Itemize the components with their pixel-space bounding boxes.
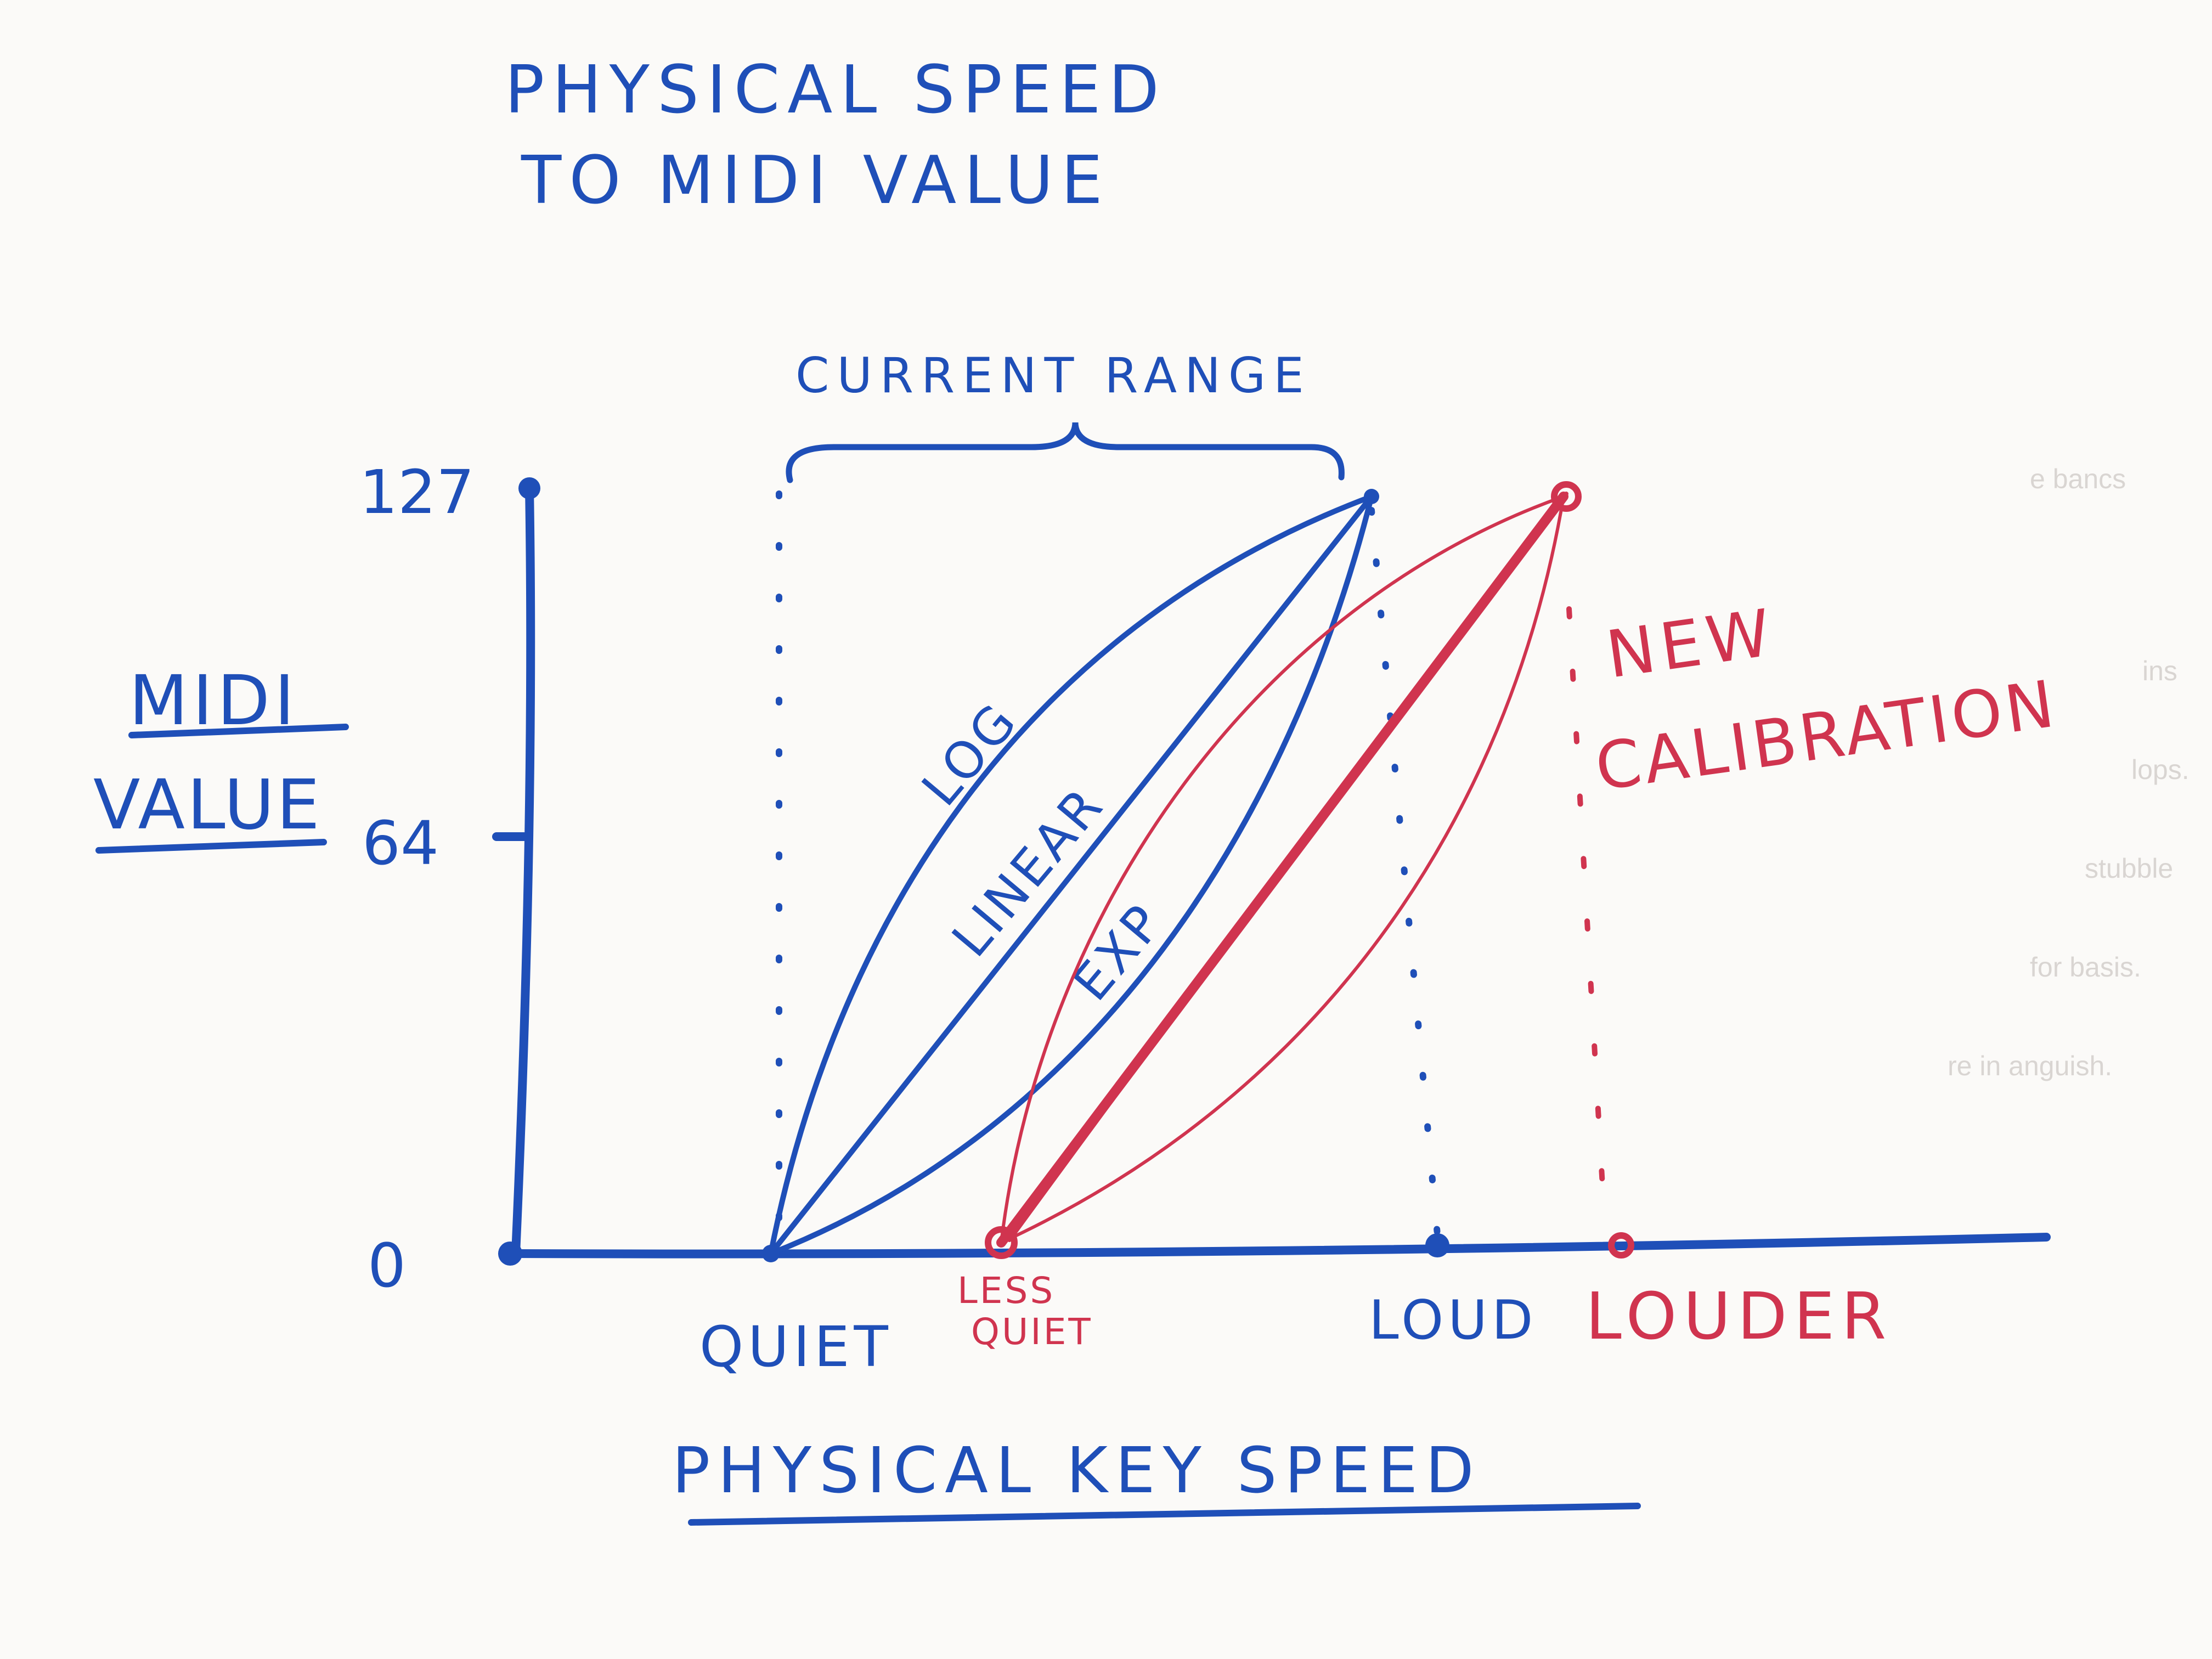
new-exp-curve (1000, 495, 1565, 1244)
loud-dotted-line (1368, 507, 1441, 1238)
new-log-curve (1000, 495, 1565, 1244)
axes (492, 484, 2051, 1259)
x-tick-label-less-quiet-line-1: LESS (957, 1269, 1055, 1312)
y-axis-label-underline (95, 839, 327, 854)
y-tick-label-127: 127 (359, 457, 475, 527)
loud-point (1425, 1233, 1449, 1257)
current-range-brace (786, 422, 1345, 483)
diagram-title-line-1: PHYSICAL SPEED (505, 52, 1167, 128)
show-through-line: e bancs (2030, 464, 2126, 494)
x-tick-label-louder: LOUDER (1585, 1278, 1893, 1354)
y-axis-label-line-2: VALUE (93, 765, 322, 845)
show-through-line: re in anguish. (1948, 1051, 2112, 1081)
louder-dashed-line (1566, 606, 1607, 1226)
y-axis (511, 484, 535, 1258)
x-axis-label: PHYSICAL KEY SPEED (672, 1434, 1482, 1508)
new-max-point (1551, 481, 1582, 512)
linear-curve (768, 494, 1374, 1256)
current-curves (768, 494, 1374, 1256)
origin-point (498, 1242, 522, 1266)
show-through-line: ins (2142, 656, 2177, 686)
current-range-label: CURRENT RANGE (795, 347, 1312, 404)
log-curve (768, 494, 1374, 1256)
show-through-line: for basis. (2030, 952, 2141, 983)
new-calibration-label-line-2: CALIBRATION (1591, 665, 2062, 805)
x-axis (506, 1233, 2051, 1259)
y-tick-label-64: 64 (362, 808, 439, 878)
x-tick-label-quiet: QUIET (699, 1314, 893, 1380)
exp-curve (768, 494, 1374, 1256)
show-through-text: e bancs ins lops. stubble for basis. re … (1948, 464, 2190, 1081)
diagram-title-line-2: TO MIDI VALUE (521, 143, 1110, 219)
new-linear-curve-overdraw (1007, 492, 1568, 1242)
new-calibration-curves (996, 492, 1568, 1248)
y-tick-label-0: 0 (368, 1231, 406, 1301)
x-tick-label-less-quiet-line-2: QUIET (971, 1311, 1093, 1353)
new-calibration-label-line-1: NEW (1602, 594, 1781, 693)
louder-point (1608, 1232, 1634, 1259)
log-curve-label: LOG (911, 691, 1030, 817)
x-tick-label-loud: LOUD (1369, 1289, 1537, 1352)
less-quiet-point (985, 1226, 1018, 1259)
y-axis-point-127 (518, 477, 540, 499)
show-through-line: lops. (2131, 754, 2190, 785)
current-max-point (1364, 489, 1379, 504)
x-axis-label-underline (688, 1503, 1641, 1526)
show-through-line: stubble (2085, 853, 2173, 884)
quiet-point (762, 1245, 780, 1262)
y-axis-label-underline (128, 724, 349, 738)
